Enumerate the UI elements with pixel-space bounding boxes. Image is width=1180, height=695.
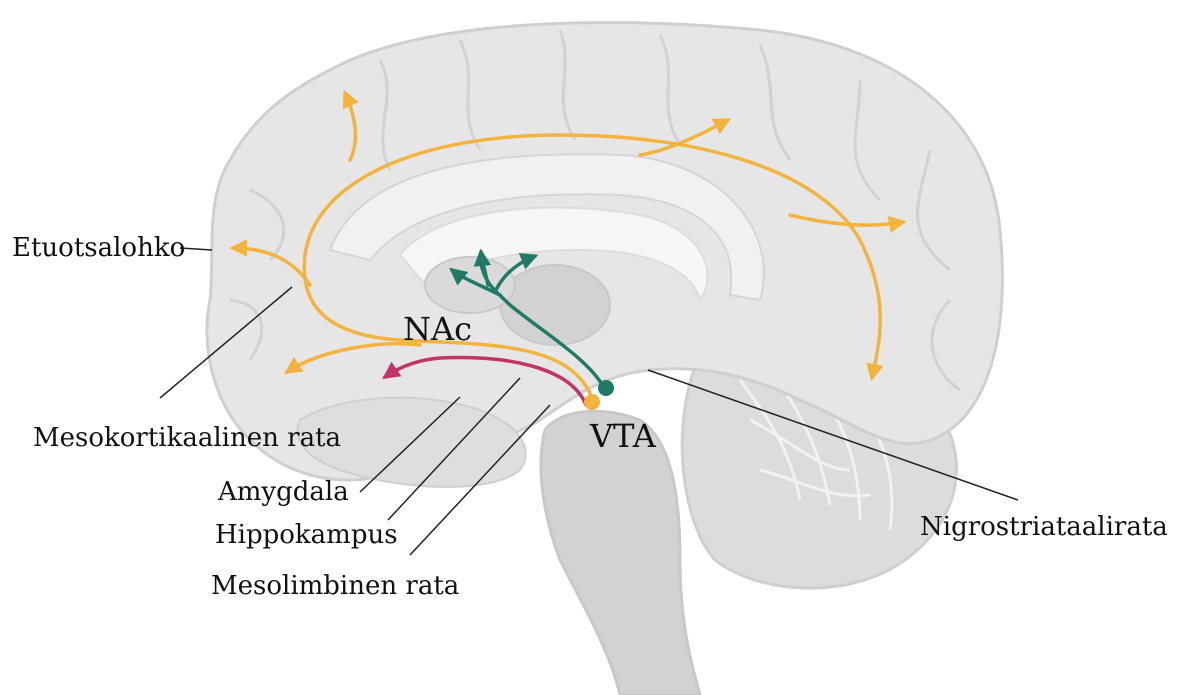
- label-mesokortikaalinen-rata: Mesokortikaalinen rata: [33, 423, 341, 453]
- label-mesolimbinen-rata: Mesolimbinen rata: [211, 571, 459, 601]
- thalamus: [500, 265, 610, 345]
- label-amygdala: Amygdala: [217, 477, 349, 507]
- substantia-nigra-dot: [598, 380, 614, 396]
- label-hippokampus: Hippokampus: [215, 520, 398, 550]
- label-nac: NAc: [403, 310, 472, 348]
- label-nigrostriataalirata: Nigrostriataalirata: [920, 512, 1168, 542]
- vta-origin-dot: [584, 394, 600, 410]
- label-etuotsalohko: Etuotsalohko: [12, 233, 185, 263]
- striatum: [425, 257, 515, 313]
- label-vta: VTA: [589, 417, 657, 455]
